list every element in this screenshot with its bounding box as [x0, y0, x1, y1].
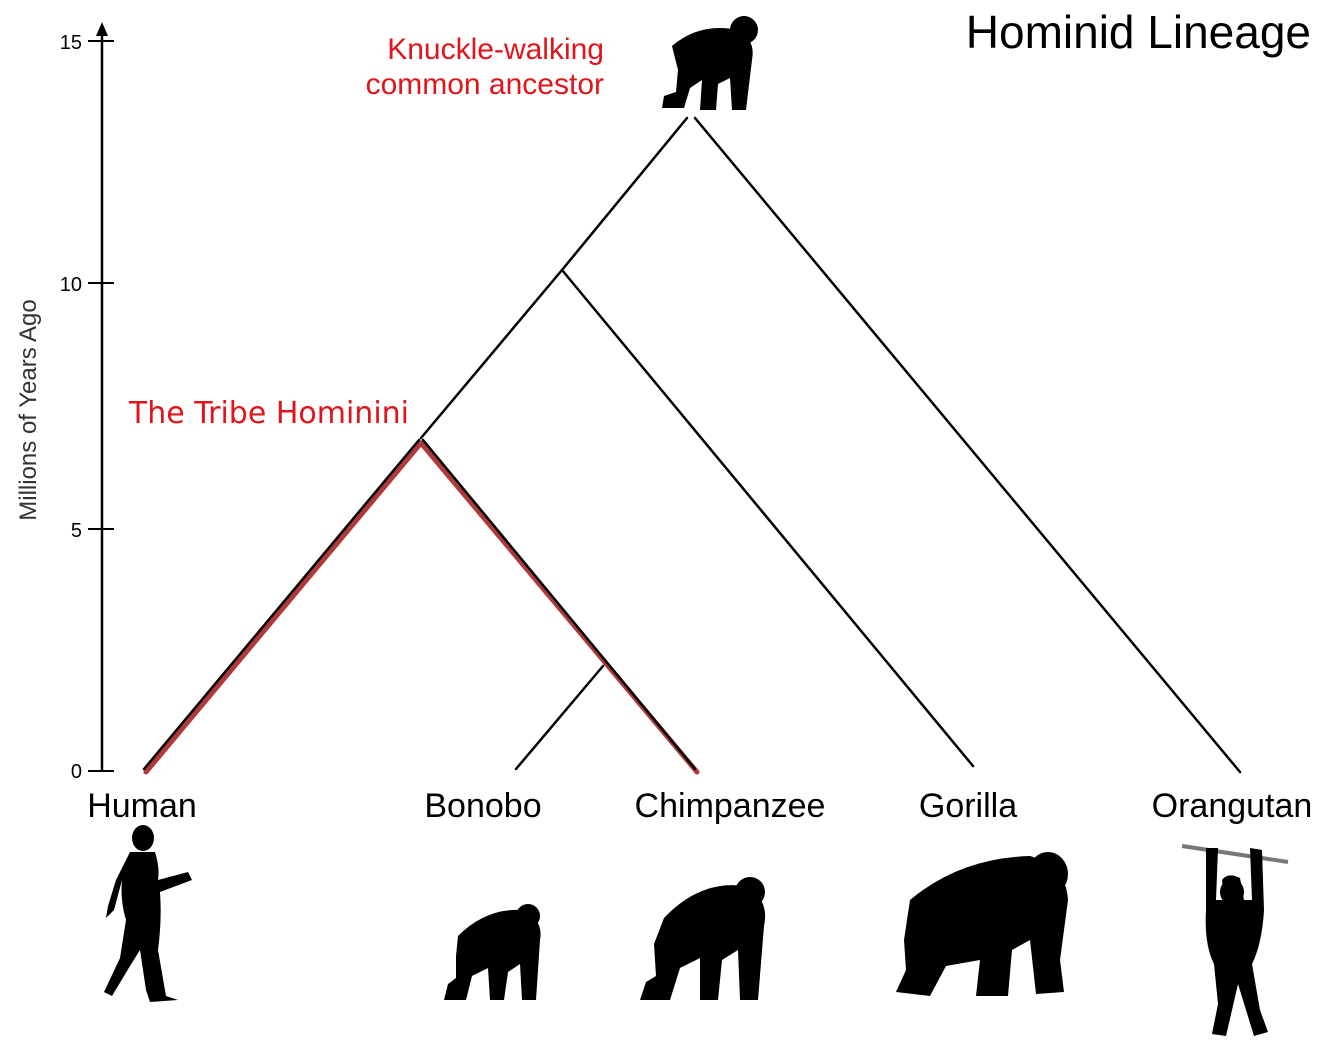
gorilla-icon	[896, 852, 1068, 996]
ancestor-annotation: Knuckle-walking common ancestor	[366, 33, 604, 101]
species-label-orangutan: Orangutan	[1152, 787, 1313, 825]
axis-arrowhead	[96, 22, 108, 36]
species-label-gorilla: Gorilla	[919, 787, 1017, 825]
axis-title: Millions of Years Ago	[15, 299, 42, 520]
species-label-bonobo: Bonobo	[424, 787, 541, 825]
bonobo-icon	[444, 904, 541, 1000]
tick-label-10: 10	[60, 274, 82, 296]
ancestor-label-line2: common ancestor	[366, 68, 604, 101]
time-axis: 15 10 5 0 Millions of Years Ago	[15, 22, 114, 783]
branch-to-gorilla	[562, 270, 973, 766]
chimpanzee-icon	[640, 877, 765, 1000]
tribe-hominini-label: The Tribe Hominini	[128, 396, 409, 431]
phylogenetic-tree	[144, 118, 1240, 772]
ancestor-label-line1: Knuckle-walking	[387, 33, 604, 66]
branch-to-human	[144, 440, 419, 769]
branch-to-bonobo	[516, 666, 603, 769]
species-label-human: Human	[87, 787, 197, 825]
tick-label-5: 5	[71, 520, 82, 542]
tick-label-15: 15	[60, 32, 82, 54]
branch-icon	[1182, 846, 1288, 862]
tick-label-0: 0	[71, 761, 82, 783]
hanging-orangutan-icon	[1182, 846, 1288, 1036]
knuckle-walking-ape-icon	[662, 16, 758, 110]
hominini-highlight-human	[146, 443, 421, 772]
walking-human-icon	[104, 825, 192, 1002]
branch-root-to-orangutan	[695, 118, 1240, 772]
branch-root-to-gorilla-node	[562, 118, 687, 270]
branch-gorilla-node-to-hominini	[421, 270, 562, 438]
species-label-chimpanzee: Chimpanzee	[635, 787, 826, 825]
diagram-title: Hominid Lineage	[966, 6, 1311, 58]
